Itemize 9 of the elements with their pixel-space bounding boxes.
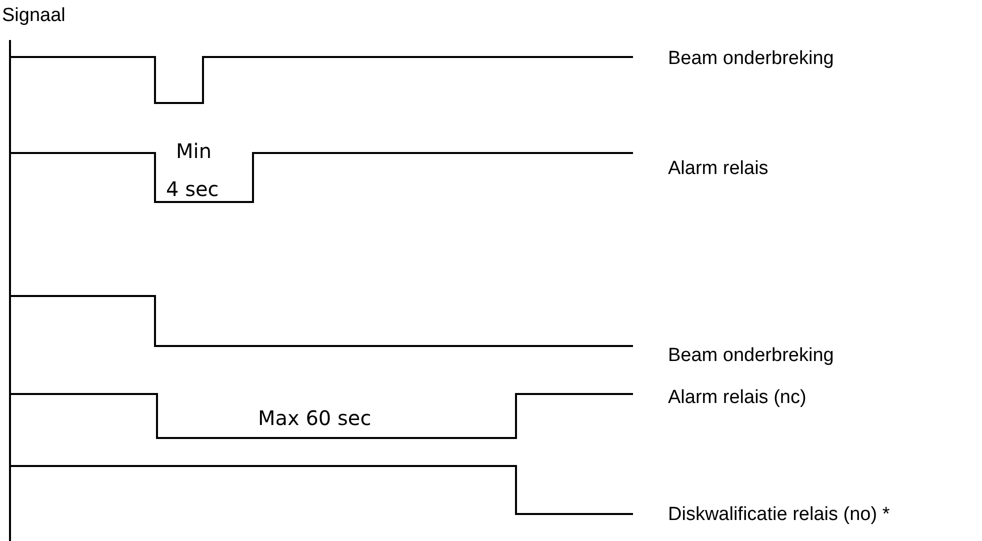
- signal-label: Beam onderbreking: [668, 346, 834, 365]
- signal-label: Alarm relais (nc): [668, 388, 806, 407]
- signal-label: Alarm relais: [668, 159, 768, 178]
- axis-label: Signaal: [2, 6, 66, 25]
- duration-label: Max 60 sec: [258, 408, 372, 428]
- duration-label: Min: [176, 141, 212, 161]
- signal-label: Beam onderbreking: [668, 49, 834, 68]
- signal-label: Diskwalificatie relais (no) *: [668, 505, 890, 524]
- duration-label: 4 sec: [166, 179, 219, 199]
